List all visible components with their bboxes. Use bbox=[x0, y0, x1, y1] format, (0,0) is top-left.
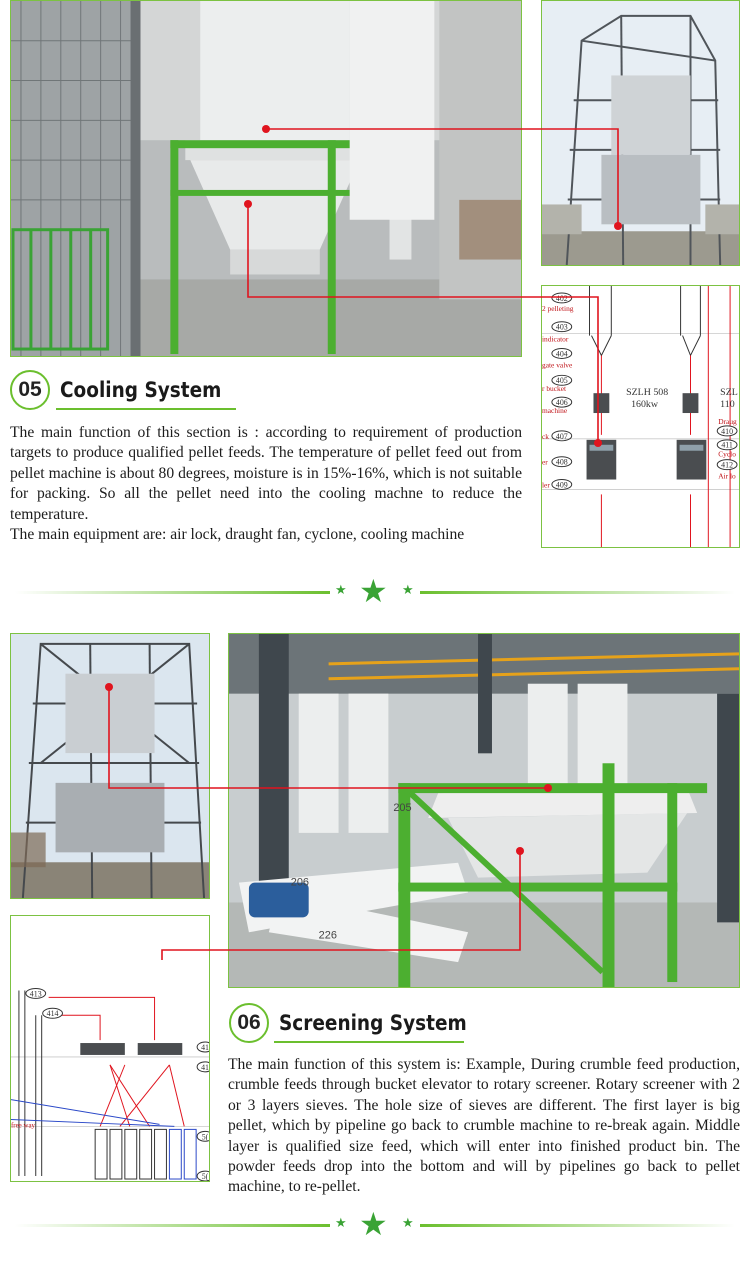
equipment-number: 205 bbox=[393, 802, 411, 814]
svg-text:403: 403 bbox=[556, 323, 568, 332]
diagram-label: 2 pelleting bbox=[542, 304, 574, 313]
diagram-tag: 408 bbox=[551, 456, 573, 468]
section-heading-cooling: 05 Cooling System bbox=[10, 370, 243, 410]
diagram-label: ler bbox=[542, 480, 550, 489]
diagram-label: free way bbox=[11, 1122, 36, 1129]
diagram-tag: 413 bbox=[25, 987, 47, 999]
diagram-model: SZL bbox=[720, 387, 738, 398]
diagram-label: Cyclo bbox=[718, 450, 736, 459]
diagram-tag: 5( bbox=[196, 1170, 209, 1181]
svg-text:410: 410 bbox=[721, 427, 733, 436]
diagram-tag: 41 bbox=[196, 1041, 209, 1053]
diagram-tag: 411 bbox=[716, 439, 738, 451]
section-title: Screening System bbox=[279, 1011, 467, 1035]
title-underline bbox=[274, 1041, 464, 1043]
diagram-label: er bbox=[542, 458, 548, 467]
cooling-description: The main function of this section is : a… bbox=[10, 423, 522, 545]
diagram-label: Air lo bbox=[718, 472, 736, 481]
star-icon: ★ bbox=[402, 583, 414, 598]
diagram-label: indicator bbox=[542, 335, 569, 344]
svg-text:411: 411 bbox=[721, 441, 733, 450]
svg-text:409: 409 bbox=[556, 480, 568, 489]
svg-text:413: 413 bbox=[30, 989, 42, 998]
section-number-badge: 05 bbox=[10, 370, 50, 410]
star-icon: ★ bbox=[359, 572, 388, 610]
rotary-screener-photo: 206 226 205 bbox=[228, 633, 740, 988]
svg-text:41: 41 bbox=[201, 1043, 209, 1052]
screening-paragraph: The main function of this system is: Exa… bbox=[228, 1056, 740, 1196]
section-heading-screening: 06 Screening System bbox=[229, 1003, 492, 1043]
diagram-tag: 412 bbox=[716, 459, 738, 471]
svg-text:5(: 5( bbox=[202, 1132, 209, 1141]
diagram-power: 110 bbox=[720, 399, 735, 410]
section-divider: ★ ★ ★ bbox=[0, 1205, 750, 1243]
cooling-machine-photo bbox=[10, 0, 522, 357]
cooling-equipment-list: The main equipment are: air lock, draugh… bbox=[10, 526, 465, 544]
equipment-number: 226 bbox=[319, 929, 337, 941]
cooling-tower-photo bbox=[541, 0, 740, 266]
star-icon: ★ bbox=[335, 1216, 347, 1231]
svg-text:412: 412 bbox=[721, 461, 733, 470]
star-icon: ★ bbox=[402, 1216, 414, 1231]
svg-text:408: 408 bbox=[556, 458, 568, 467]
diagram-label: ck bbox=[542, 432, 549, 441]
star-icon: ★ bbox=[359, 1205, 388, 1243]
diagram-tag: 5( bbox=[196, 1130, 209, 1142]
diagram-label: r bucket bbox=[542, 384, 567, 393]
svg-text:407: 407 bbox=[556, 432, 568, 441]
screening-tower-photo bbox=[10, 633, 210, 899]
star-icon: ★ bbox=[335, 583, 347, 598]
screening-flow-diagram: 413 414 41 41 5( 5( free way bbox=[10, 915, 210, 1182]
svg-text:5(: 5( bbox=[202, 1172, 209, 1181]
section-number-badge: 06 bbox=[229, 1003, 269, 1043]
svg-text:402: 402 bbox=[556, 294, 568, 303]
diagram-tag: 414 bbox=[42, 1007, 63, 1019]
screening-description: The main function of this system is: Exa… bbox=[228, 1055, 740, 1198]
cooling-paragraph: The main function of this section is : a… bbox=[10, 424, 522, 523]
equipment-number: 206 bbox=[291, 877, 309, 889]
title-underline bbox=[56, 408, 236, 410]
svg-text:41: 41 bbox=[201, 1063, 209, 1072]
diagram-power: 160kw bbox=[631, 399, 659, 410]
diagram-tag: 41 bbox=[196, 1061, 209, 1073]
svg-text:414: 414 bbox=[47, 1009, 59, 1018]
section-divider: ★ ★ ★ bbox=[0, 572, 750, 610]
diagram-label: Draug bbox=[718, 417, 737, 426]
svg-text:404: 404 bbox=[556, 349, 568, 358]
diagram-model: SZLH 508 bbox=[626, 387, 668, 398]
diagram-tag: 410 bbox=[716, 425, 738, 437]
section-title: Cooling System bbox=[60, 378, 222, 402]
cooling-flow-diagram: 402 403 404 405 406 407 408 409 410 411 … bbox=[541, 285, 740, 548]
diagram-label: gate valve bbox=[542, 360, 573, 369]
diagram-label: machine bbox=[542, 406, 568, 415]
diagram-tag: 409 bbox=[551, 479, 573, 490]
